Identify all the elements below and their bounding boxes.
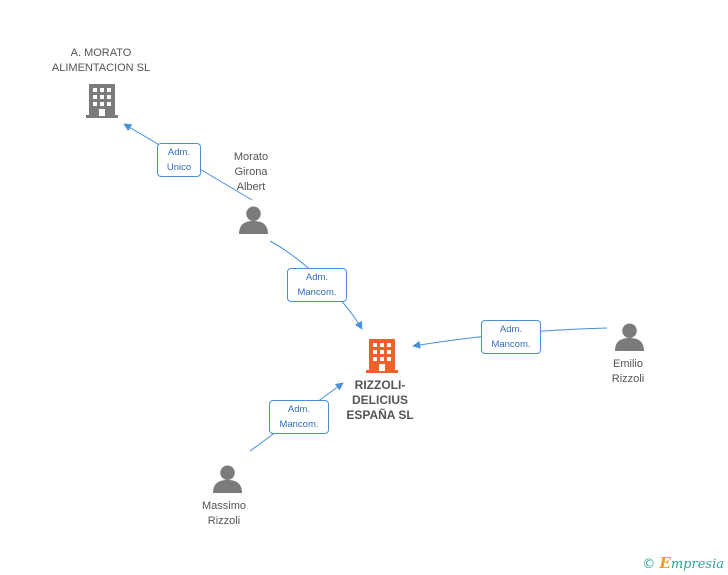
person-icon[interactable] <box>213 465 242 493</box>
node-label-morato-girona-albert[interactable]: Morato Girona Albert <box>233 151 269 193</box>
building-icon[interactable] <box>366 339 398 373</box>
logo-text: mpresia <box>670 557 724 572</box>
edge-label-adm-mancom-massimo: Adm. Mancom. <box>269 400 329 434</box>
node-label-emilio-rizzoli[interactable]: Emilio Rizzoli <box>611 358 645 385</box>
node-label-morato-alimentacion[interactable]: A. MORATO ALIMENTACION SL <box>51 47 151 74</box>
logo-initial: E <box>659 554 671 572</box>
edge-label-adm-mancom-morato: Adm. Mancom. <box>287 268 347 302</box>
edge-label-adm-unico: Adm. Unico <box>157 143 201 177</box>
edge-label-adm-mancom-emilio: Adm. Mancom. <box>481 320 541 354</box>
copyright-icon: © <box>642 557 656 572</box>
empresia-logo: © Empresia <box>642 554 724 572</box>
building-icon[interactable] <box>86 84 118 118</box>
node-label-massimo-rizzoli[interactable]: Massimo Rizzoli <box>201 500 247 527</box>
person-icon[interactable] <box>239 206 268 234</box>
person-icon[interactable] <box>615 323 644 351</box>
node-label-rizzoli-delicius[interactable]: RIZZOLI- DELICIUS ESPAÑA SL <box>346 378 414 422</box>
